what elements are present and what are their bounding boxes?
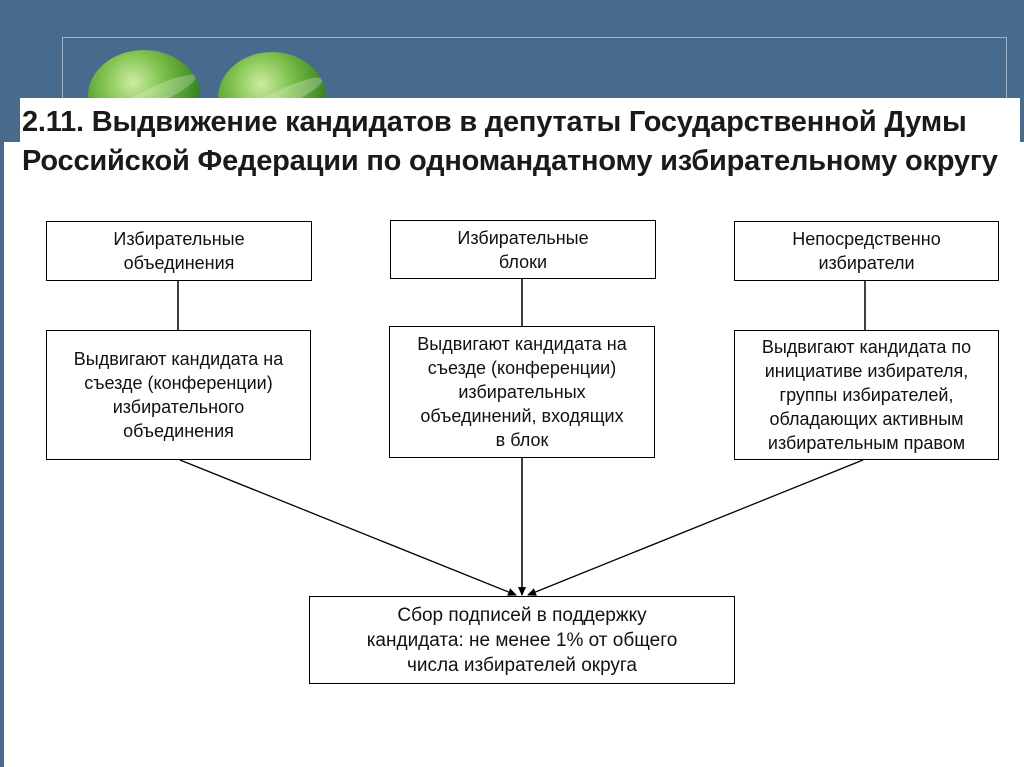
node-text-line: объединения <box>123 421 234 441</box>
node-text-line: Выдвигают кандидата по <box>761 337 972 357</box>
node-text-line: избирательных <box>458 382 586 402</box>
node-electoral-blocs: Избирательные блоки <box>390 220 656 279</box>
arrow-right-to-bottom <box>527 459 864 596</box>
slide-title: 2.11. Выдвижение кандидатов в депутаты Г… <box>22 103 1022 181</box>
node-text-line: Выдвигают кандидата на <box>73 349 284 369</box>
node-voters-directly: Непосредственно избиратели <box>734 221 999 281</box>
node-nominate-voter-initiative: Выдвигают кандидата по инициативе избира… <box>734 330 999 460</box>
node-text-line: Непосредственно <box>792 229 941 249</box>
node-text-line: объединений, входящих <box>420 406 624 426</box>
node-text-line: избирательным правом <box>767 433 966 453</box>
node-text-line: Избирательные <box>113 229 245 249</box>
node-text-line: съезде (конференции) <box>427 358 617 378</box>
node-nominate-bloc-congress: Выдвигают кандидата на съезде (конференц… <box>389 326 655 458</box>
node-text-line: обладающих активным <box>769 409 964 429</box>
node-text-line: Избирательные <box>457 227 589 248</box>
slide-title-line-1: 2.11. Выдвижение кандидатов в депутаты Г… <box>22 106 967 138</box>
node-nominate-association-congress: Выдвигают кандидата на съезде (конференц… <box>46 330 311 460</box>
node-text-line: Выдвигают кандидата на <box>417 334 627 354</box>
node-text-line: блоки <box>498 251 548 272</box>
node-text-line: в блок <box>495 430 549 450</box>
node-text-line: Сбор подписей в поддержку <box>397 604 647 626</box>
node-text-line: инициативе избирателя, <box>764 361 969 381</box>
left-accent-stripe <box>0 142 4 767</box>
node-electoral-associations: Избирательные объединения <box>46 221 312 281</box>
title-background <box>20 98 1020 184</box>
node-text-line: группы избирателей, <box>779 385 954 405</box>
node-text-line: съезде (конференции) <box>84 373 273 393</box>
node-text-line: кандидата: не менее 1% от общего <box>366 629 678 651</box>
node-text-line: избиратели <box>818 253 915 273</box>
arrow-left-to-bottom <box>179 459 517 596</box>
slide-title-line-2: Российской Федерации по одномандатному и… <box>22 145 998 177</box>
node-text-line: числа избирателей округа <box>406 654 638 676</box>
node-text-line: избирательного <box>112 397 245 417</box>
node-signature-collection: Сбор подписей в поддержку кандидата: не … <box>309 596 735 684</box>
node-text-line: объединения <box>123 253 235 273</box>
